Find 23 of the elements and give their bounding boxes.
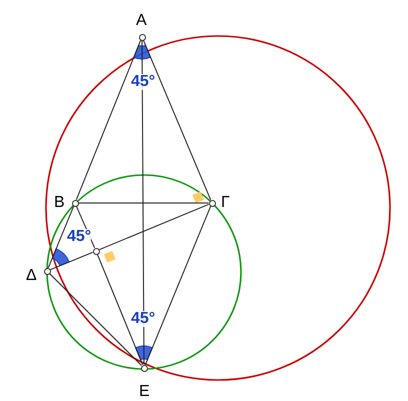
point-label: Β [54, 195, 65, 211]
line-segment [78, 202, 209, 204]
angle-label: 45° [131, 74, 156, 90]
line-segment [48, 272, 142, 366]
line-segment [96, 254, 144, 366]
angle-label: 45° [131, 311, 156, 327]
line-segment [48, 206, 74, 268]
point-marker [92, 248, 100, 254]
point-marker [208, 200, 216, 206]
point-label: Γ [221, 195, 230, 211]
line-segment [76, 40, 142, 200]
point-marker [72, 200, 78, 206]
point-marker [140, 364, 148, 372]
line-segment [144, 206, 212, 366]
point-label: Ε [139, 384, 150, 400]
point-label: Α [136, 13, 147, 29]
line-segment [98, 204, 210, 250]
line-segment [50, 252, 94, 270]
point-marker [138, 34, 146, 40]
line-segment [142, 40, 212, 200]
point-marker [44, 268, 50, 274]
point-label: Δ [26, 268, 37, 284]
line-segment [142, 40, 144, 365]
